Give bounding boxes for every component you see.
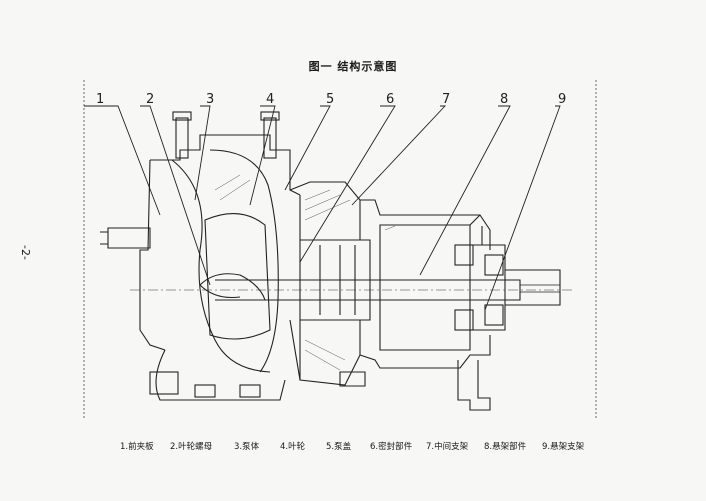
callout-5: 5: [326, 92, 334, 107]
section-hatching: [214, 174, 396, 371]
legend-item-3: 3.泵体: [234, 442, 260, 452]
callout-7: 7: [442, 92, 450, 107]
callout-3: 3: [206, 92, 214, 107]
legend-item-9: 9.悬架支架: [542, 442, 585, 452]
drawing-border: [83, 80, 597, 418]
legend-item-8: 8.悬架部件: [484, 442, 527, 452]
callout-9: 9: [558, 92, 566, 107]
callout-1: 1: [96, 92, 104, 107]
leader-lines: [84, 105, 561, 311]
pump-casing: [100, 111, 561, 411]
legend-item-5: 5.泵盖: [326, 442, 352, 452]
legend-item-2: 2.叶轮螺母: [170, 442, 213, 452]
callout-4: 4: [266, 92, 274, 107]
legend-item-7: 7.中间支架: [426, 442, 469, 452]
figure-title: 图一 结构示意图: [308, 60, 398, 73]
callout-6: 6: [386, 92, 394, 107]
legend-item-4: 4.叶轮: [280, 442, 306, 452]
legend-item-1: 1.前夹板: [120, 442, 154, 452]
callout-numbers: 1 2 3 4 5 6 7 8 9: [96, 92, 566, 107]
callout-8: 8: [500, 92, 508, 107]
parts-legend: 1.前夹板 2.叶轮螺母 3.泵体 4.叶轮 5.泵盖 6.密封部件 7.中间支…: [120, 440, 640, 458]
legend-item-6: 6.密封部件: [370, 442, 413, 452]
callout-2: 2: [146, 92, 154, 107]
